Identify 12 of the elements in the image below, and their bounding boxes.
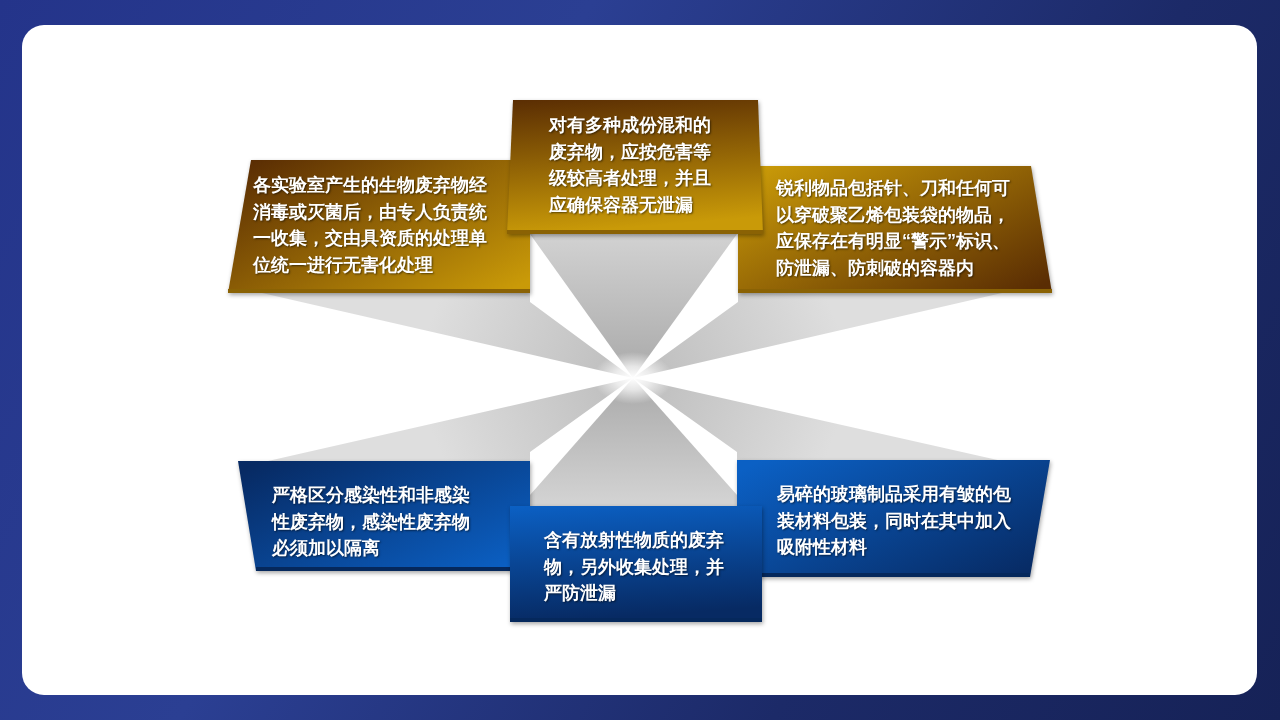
info-panel: [510, 506, 762, 622]
info-panel: [737, 460, 1050, 577]
info-panel: [238, 461, 530, 571]
panel-text: 各实验室产生的生物废弃物经消毒或灭菌后，由专人负责统一收集，交由具资质的处理单位统一进行无害化处理: [253, 174, 488, 277]
panel-text: 易碎的玻璃制品采用有皱的包装材料包装，同时在其中加入吸附性材料: [777, 483, 1012, 559]
info-panel: [228, 160, 530, 293]
panel-text: 对有多种成份混和的废弃物，应按危害等级较高者处理，并且应确保容器无泄漏: [549, 114, 712, 217]
info-panel: [738, 166, 1052, 293]
panel-text: 含有放射性物质的废弃物，另外收集处理，并严防泄漏: [544, 529, 725, 605]
panel-text: 严格区分感染性和非感染性废弃物，感染性废弃物必须加以隔离: [272, 484, 471, 560]
panel-text: 锐利物品包括针、刀和任何可以穿破聚乙烯包装袋的物品，应保存在有明显“警示”标识、防泄漏、防刺破的容器内: [776, 177, 1011, 280]
info-panel: [507, 100, 763, 234]
